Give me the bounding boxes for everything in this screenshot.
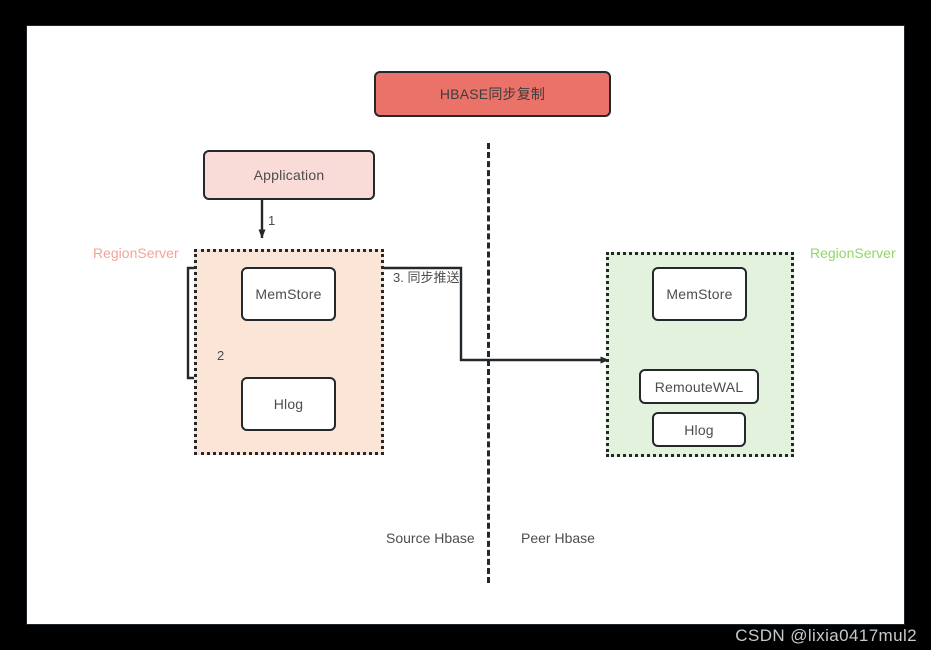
diagram-title-box: HBASE同步复制 (374, 71, 611, 117)
source-zone-label: Source Hbase (386, 530, 475, 546)
peer-hlog-label: Hlog (684, 421, 714, 438)
peer-hlog-node: Hlog (652, 412, 746, 447)
diagram-title-text: HBASE同步复制 (439, 86, 546, 102)
source-hlog-node: Hlog (241, 377, 336, 431)
source-memstore-node: MemStore (241, 267, 336, 321)
source-memstore-label: MemStore (255, 286, 322, 302)
peer-regionserver-label: RegionServer (810, 245, 896, 261)
peer-memstore-label: MemStore (666, 286, 733, 302)
peer-memstore-node: MemStore (652, 267, 747, 321)
source-peer-divider (487, 143, 490, 583)
edge-label-2: 2 (217, 348, 225, 363)
edge-label-1: 1 (268, 213, 276, 228)
source-regionserver-label: RegionServer (93, 245, 179, 261)
application-label: Application (253, 167, 325, 183)
watermark: CSDN @lixia0417mul2 (735, 626, 917, 645)
application-node: Application (203, 150, 375, 200)
edge-label-3: 3. 同步推送 (393, 270, 460, 285)
peer-remotewal-node: RemouteWAL (639, 369, 759, 404)
peer-remotewal-label: RemouteWAL (654, 378, 744, 395)
peer-zone-label: Peer Hbase (521, 530, 595, 546)
source-hlog-label: Hlog (273, 396, 304, 412)
diagram-canvas: HBASE同步复制 Application RegionServer MemSt… (26, 25, 905, 625)
